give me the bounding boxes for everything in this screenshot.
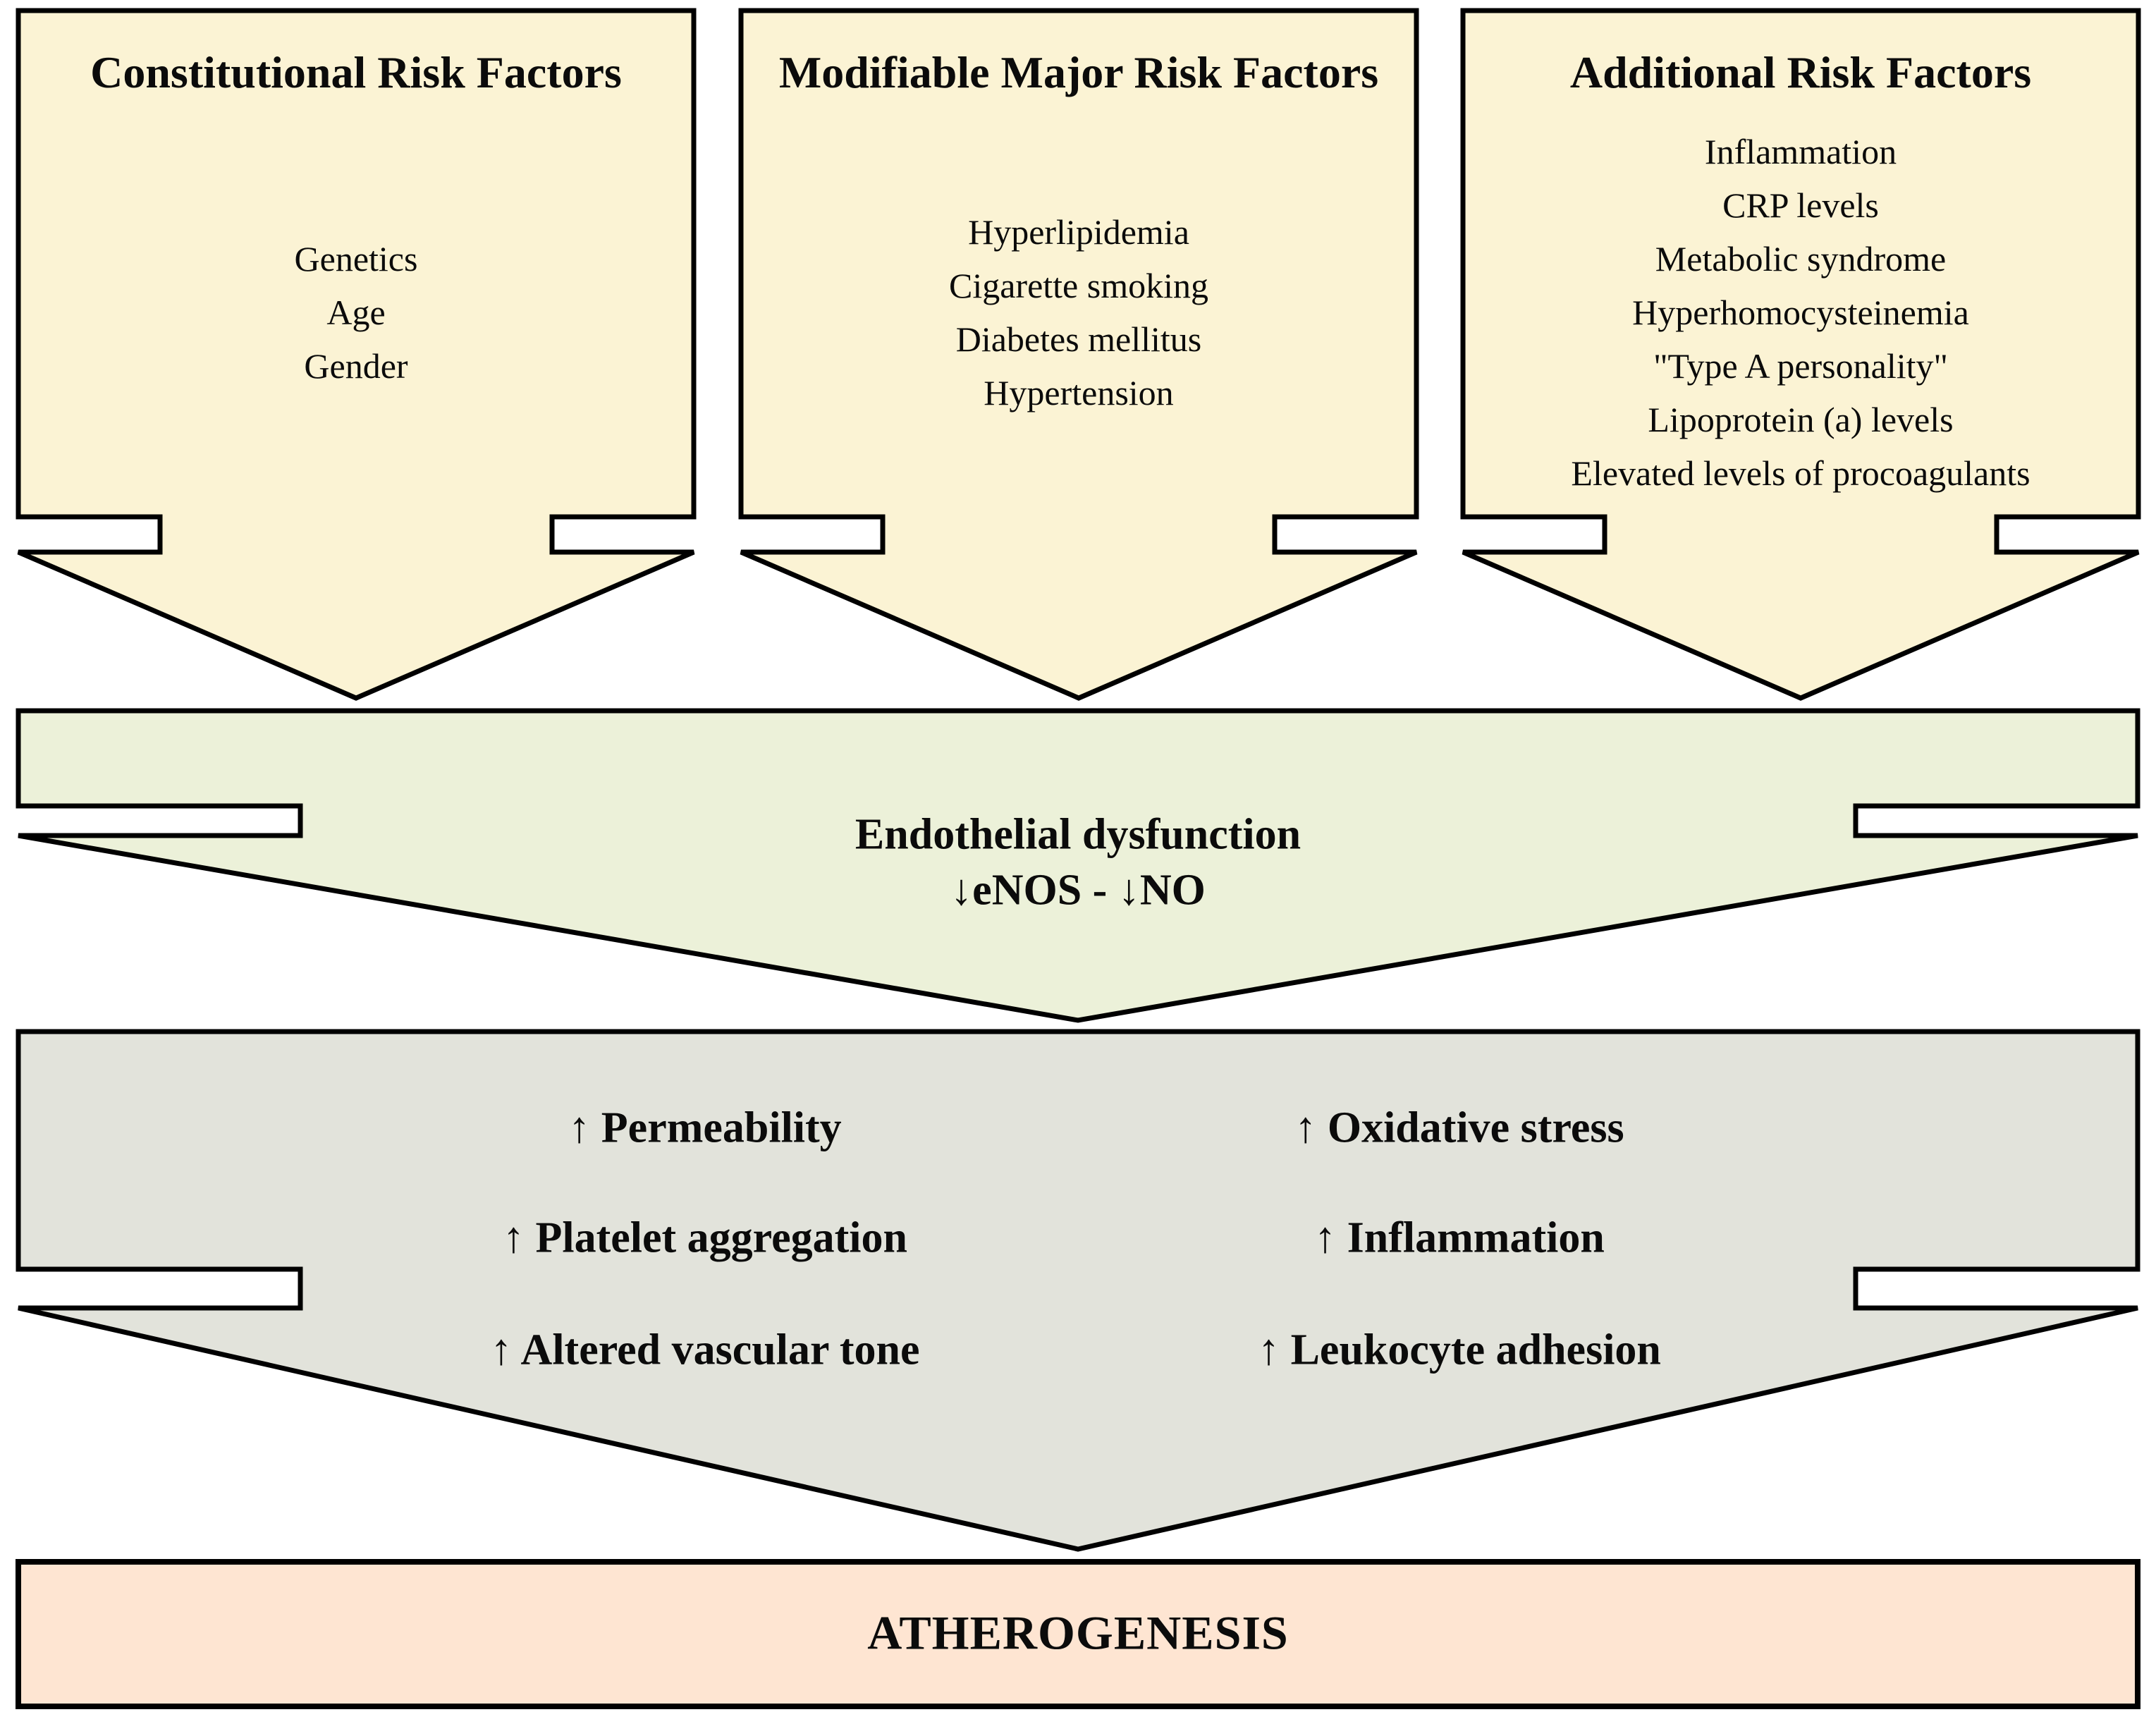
- enos-no-label: ↓eNOS - ↓NO: [950, 866, 1206, 915]
- constitutional-item-list: Genetics Age Gender: [295, 232, 418, 393]
- effect-platelet-aggregation: ↑ Platelet aggregation: [503, 1213, 907, 1262]
- additional-item-list: Inflammation CRP levels Metabolic syndro…: [1571, 125, 2030, 500]
- atherogenesis-label: ATHEROGENESIS: [867, 1606, 1289, 1660]
- risk-item: Diabetes mellitus: [955, 319, 1202, 359]
- constitutional-arrow-shape: [16, 8, 697, 701]
- risk-item: Hyperlipidemia: [968, 212, 1189, 252]
- additional-arrow-shape: [1460, 8, 2141, 701]
- effect-oxidative-stress: ↑ Oxidative stress: [1294, 1104, 1624, 1152]
- risk-item: Elevated levels of procoagulants: [1571, 453, 2031, 493]
- modifiable-item-list: Hyperlipidemia Cigarette smoking Diabete…: [949, 205, 1208, 420]
- atherogenesis-box-shape: [16, 1559, 2140, 1709]
- risk-item: Genetics: [294, 239, 418, 279]
- constitutional-box-title: Constitutional Risk Factors: [90, 47, 622, 97]
- risk-item: Gender: [304, 346, 408, 386]
- modifiable-arrow-shape: [738, 8, 1419, 701]
- endothelial-dysfunction-label: Endothelial dysfunction: [855, 810, 1301, 859]
- risk-item: Inflammation: [1704, 132, 1897, 171]
- risk-item: Age: [326, 293, 386, 332]
- additional-box-title: Additional Risk Factors: [1569, 47, 2032, 97]
- effect-inflammation: ↑ Inflammation: [1314, 1213, 1605, 1262]
- risk-item: "Type A personality": [1653, 346, 1948, 386]
- effect-permeability: ↑ Permeability: [568, 1104, 842, 1152]
- endothelial-arrow-shape: [16, 708, 2140, 1023]
- risk-item: CRP levels: [1722, 185, 1879, 225]
- risk-item: Cigarette smoking: [949, 266, 1208, 305]
- risk-item: Metabolic syndrome: [1655, 239, 1947, 279]
- risk-item: Lipoprotein (a) levels: [1648, 400, 1954, 439]
- effect-altered-vascular-tone: ↑ Altered vascular tone: [490, 1326, 920, 1374]
- risk-item: Hyperhomocysteinemia: [1632, 293, 1969, 332]
- effects-arrow-shape: [16, 1029, 2140, 1552]
- effect-leukocyte-adhesion: ↑ Leukocyte adhesion: [1258, 1326, 1661, 1374]
- modifiable-box-title: Modifiable Major Risk Factors: [778, 47, 1379, 97]
- risk-item: Hypertension: [984, 373, 1174, 412]
